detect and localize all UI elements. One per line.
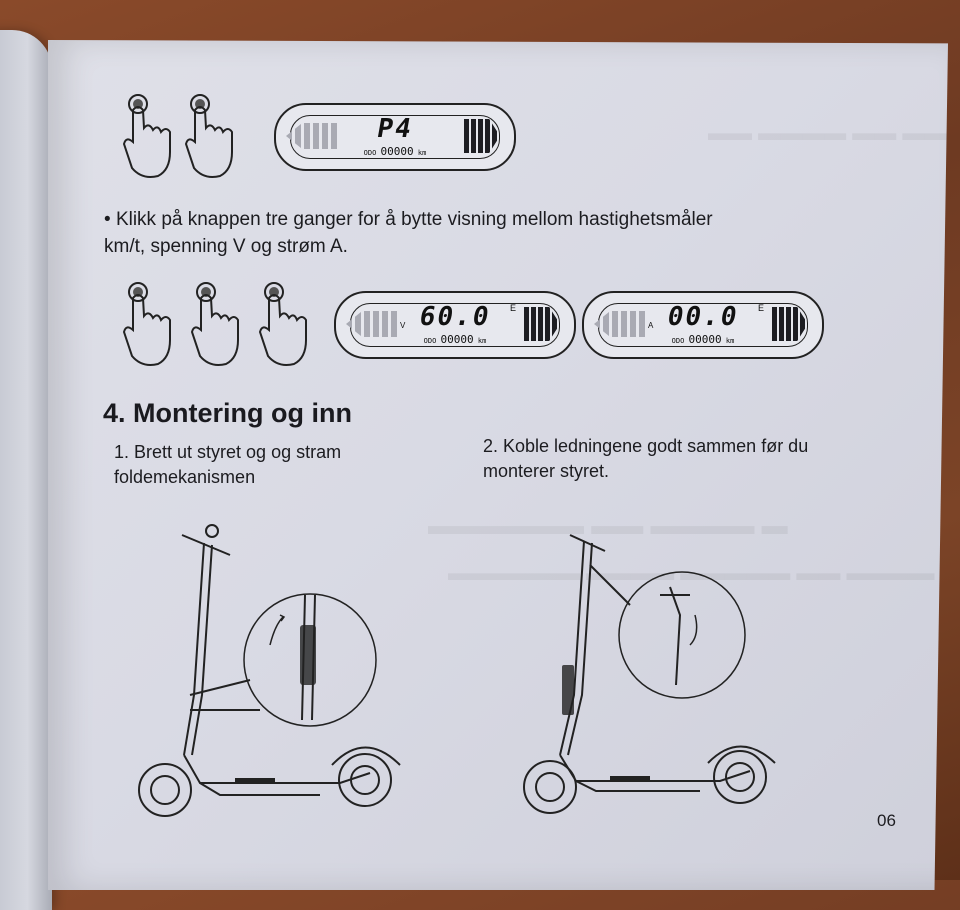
- step-one-text: 1. Brett ut styret og og stram foldemeka…: [114, 442, 342, 487]
- display-main-value: P4: [374, 114, 416, 144]
- finger-press-icon: [190, 282, 239, 366]
- bleed-through-text: ▬▬▬ ▬▬ ▬▬▬▬ ▬▬: [708, 120, 960, 145]
- instruction-bullet: • Klikk på knappen tre ganger for å bytt…: [104, 209, 713, 257]
- display-gear: E: [757, 303, 764, 313]
- scooter-illustration-folding: [138, 524, 401, 817]
- scooter-illustration-wiring: [523, 534, 776, 814]
- dashboard-display-voltage: V E 60.0 ODO 00000 km: [334, 291, 576, 359]
- display-gear: E: [509, 303, 516, 313]
- double-press-row: P4 ODO 00000 km: [120, 92, 516, 182]
- display-unit: V: [400, 321, 406, 330]
- display-odometer: ODO 00000 km: [423, 333, 487, 346]
- instruction-bullet-text: Klikk på knappen tre ganger for å bytte …: [104, 209, 713, 257]
- finger-press-icon: [184, 94, 233, 178]
- dashboard-display-current: A E 00.0 ODO 00000 km: [582, 291, 824, 359]
- previous-page-edge: [0, 30, 52, 910]
- display-odometer: ODO 00000 km: [363, 145, 427, 158]
- section-heading: 4. Montering og inn: [103, 398, 352, 428]
- step-two-text: 2. Koble ledningene godt sammen før du m…: [483, 436, 809, 481]
- dashboard-display: P4 ODO 00000 km: [274, 103, 516, 171]
- display-odometer: ODO 00000 km: [671, 333, 735, 346]
- display-main-value: 00.0: [665, 302, 741, 332]
- finger-press-icon: [122, 94, 171, 178]
- page-number: 06: [877, 811, 896, 830]
- triple-press-row: V E 60.0 ODO 00000 km A E 00.0 ODO 00000…: [120, 280, 824, 370]
- manual-page: ▬▬▬ ▬▬ ▬▬▬▬ ▬▬ ▬ ▬▬▬▬ ▬▬ ▬▬▬▬▬▬ ▬▬▬▬ ▬▬▬…: [48, 40, 948, 890]
- finger-press-icon: [258, 282, 307, 366]
- display-unit: A: [648, 321, 654, 330]
- finger-press-icon: [122, 282, 171, 366]
- display-main-value: 60.0: [417, 302, 493, 332]
